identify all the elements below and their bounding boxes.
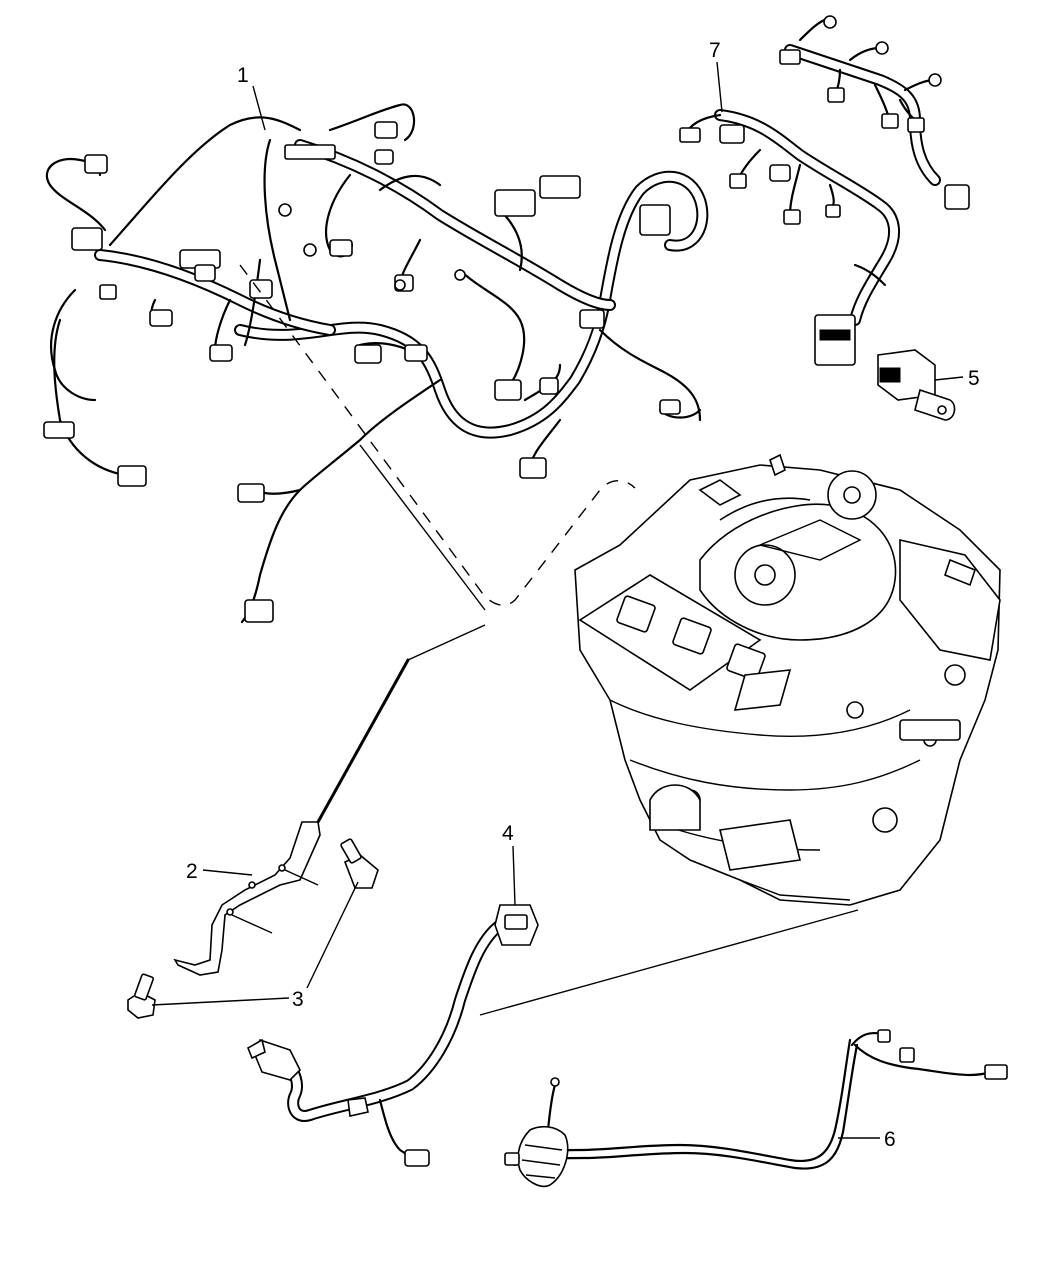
injector-harness (679, 15, 970, 366)
locator-dashed-line (239, 264, 636, 606)
locator-line (359, 444, 486, 611)
callout-1: 1 (237, 64, 249, 87)
callout-2: 2 (186, 860, 198, 883)
callout-5: 5 (968, 367, 980, 390)
callout-4: 4 (502, 822, 514, 845)
callout-6: 6 (884, 1128, 896, 1151)
engine-assembly (574, 453, 1001, 906)
jumper-locator-line (479, 909, 859, 1016)
lower-harness (504, 1029, 1008, 1188)
relay (877, 349, 956, 421)
jumper-harness (246, 904, 539, 1167)
bolts (127, 838, 379, 1019)
harness-bracket (173, 624, 486, 976)
engine-wiring-harness (43, 103, 709, 624)
callout-leaders (151, 61, 964, 1139)
callout-7: 7 (709, 39, 721, 62)
bracket-leader (407, 624, 486, 661)
callout-3: 3 (292, 988, 304, 1011)
